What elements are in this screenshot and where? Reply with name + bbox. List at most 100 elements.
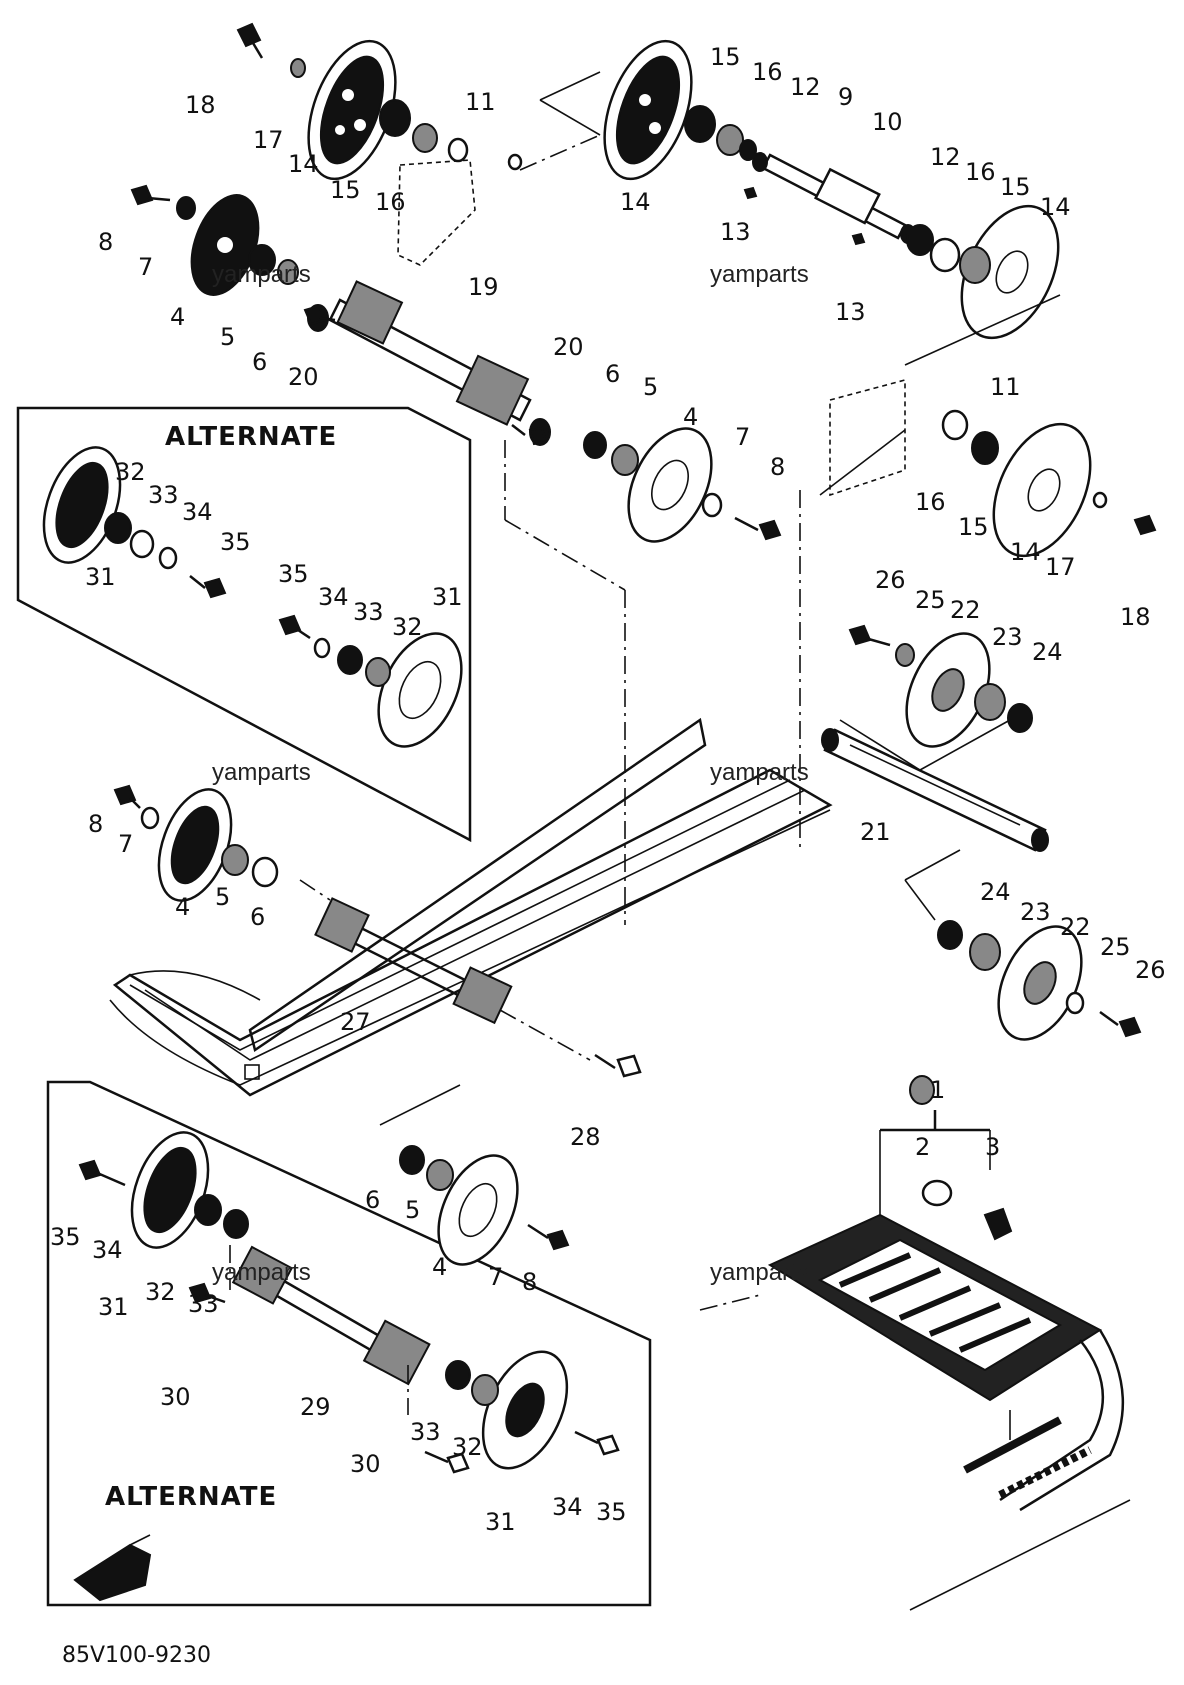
wheel-4-mid-left [157,788,233,902]
callout-31-alt-bottom-right: 31 [485,1508,516,1536]
callout-34-alt-bottom-right: 34 [552,1493,583,1521]
callout-31-alt-bottom-left: 31 [98,1293,129,1321]
callout-5-lower-center: 5 [405,1196,420,1224]
callout-35-alt-top-right: 35 [278,560,309,588]
axle-29 [231,1245,431,1386]
callout-7-mid-left: 7 [118,830,133,858]
callout-25-lower: 25 [1100,933,1131,961]
slide-rail-assembly [109,717,833,1097]
callout-15-top-center: 15 [710,43,741,71]
callout-24-lower: 24 [980,878,1011,906]
callout-32-alt-top-right: 32 [392,613,423,641]
callout-34-alt-top-left: 34 [182,498,213,526]
callout-33-alt-top-right: 33 [353,598,384,626]
wheel-4-upper-center [627,427,713,543]
assembly-lines [229,71,1061,1415]
callout-35-alt-top-left: 35 [220,528,251,556]
callout-25-upper: 25 [915,586,946,614]
watermark-4: yamparts [710,759,809,786]
callout-11-top: 11 [465,88,496,116]
watermark-5: yamparts [212,1259,311,1286]
watermark-6: yamparts [710,1259,809,1286]
callout-16-right: 16 [965,158,996,186]
callout-7-top-left: 7 [138,253,153,281]
callout-1: 1 [930,1076,945,1104]
callout-26-lower: 26 [1135,956,1166,984]
callout-30-upper: 30 [160,1383,191,1411]
front-axle-19 [307,280,551,446]
callout-6-lower-center: 6 [365,1186,380,1214]
callout-10: 10 [872,108,903,136]
callout-31-alt-top-left: 31 [85,563,116,591]
wheel-31-alt-bottom-left [130,1131,210,1249]
callout-14-top-left: 14 [288,150,319,178]
rear-axle-21 [821,728,1049,852]
callout-6-mid-left: 6 [250,903,265,931]
bracket-guard [397,159,906,497]
wheel-22-right-upper [905,632,991,748]
callout-29: 29 [300,1393,331,1421]
callout-33-alt-bottom-right: 33 [410,1418,441,1446]
callout-28: 28 [570,1123,601,1151]
callout-20-right: 20 [553,333,584,361]
axle-27 [314,897,513,1025]
corner-part [73,1534,152,1602]
wheel-22-right-lower [997,925,1083,1041]
callout-11-right: 11 [990,373,1021,401]
drive-shaft-9 [752,152,916,244]
callout-6-top-left: 6 [252,348,267,376]
callout-7-lower-center: 7 [488,1263,503,1291]
callout-21: 21 [860,818,891,846]
callout-30-lower: 30 [350,1450,381,1478]
idler-wheel-14-top-right [603,39,693,181]
wheel-31-alt-top-left [42,446,122,564]
callout-12-right: 12 [930,143,961,171]
callout-4-upper-center: 4 [683,403,698,431]
wheel-31-alt-bottom-right [481,1350,569,1470]
alternate-box-bottom [46,1080,652,1607]
callout-17-top: 17 [253,126,284,154]
callout-16-mid-right: 16 [915,488,946,516]
callout-4-top-left: 4 [170,303,185,331]
callout-5-mid-left: 5 [215,883,230,911]
callout-14-right: 14 [1040,193,1071,221]
callout-34-alt-top-right: 34 [318,583,349,611]
callout-23-lower: 23 [1020,898,1051,926]
callout-2: 2 [915,1133,930,1161]
callout-3: 3 [985,1133,1000,1161]
callout-32-alt-top-left: 32 [115,458,146,486]
callout-5-top-left: 5 [220,323,235,351]
callout-12-top-center: 12 [790,73,821,101]
callout-19: 19 [468,273,499,301]
drawing-part-number: 85V100-9230 [62,1643,211,1668]
watermark-2: yamparts [710,261,809,288]
callouts: 18 17 14 15 16 11 14 15 16 12 9 10 13 12… [50,43,1166,1536]
watermarks: yamparts yamparts yamparts yamparts yamp… [212,261,809,1286]
callout-27: 27 [340,1008,371,1036]
callout-18-top: 18 [185,91,216,119]
callout-16-top-center: 16 [752,58,783,86]
callout-18-right: 18 [1120,603,1151,631]
callout-4-mid-left: 4 [175,893,190,921]
callout-17-right: 17 [1045,553,1076,581]
alternate-heading-bottom: ALTERNATE [105,1482,277,1512]
callout-35-alt-bottom-right: 35 [596,1498,627,1526]
callout-20-left: 20 [288,363,319,391]
callout-32-alt-bottom-left: 32 [145,1278,176,1306]
track-frame-inset [767,1110,1131,1611]
callout-33-alt-bottom-left: 33 [188,1290,219,1318]
callout-6-upper-center: 6 [605,360,620,388]
callout-22-lower: 22 [1060,913,1091,941]
callout-7-upper-center: 7 [735,423,750,451]
callout-5-upper-center: 5 [643,373,658,401]
idler-wheel-14-right [960,204,1060,340]
callout-15-top-left: 15 [330,176,361,204]
callout-14-mid-right: 14 [1010,538,1041,566]
callout-22-upper: 22 [950,596,981,624]
alternate-box-top [16,406,472,843]
callout-8-top-left: 8 [98,228,113,256]
callout-15-right: 15 [1000,173,1031,201]
callout-33-alt-top-left: 33 [148,481,179,509]
callout-16-top-left: 16 [375,188,406,216]
